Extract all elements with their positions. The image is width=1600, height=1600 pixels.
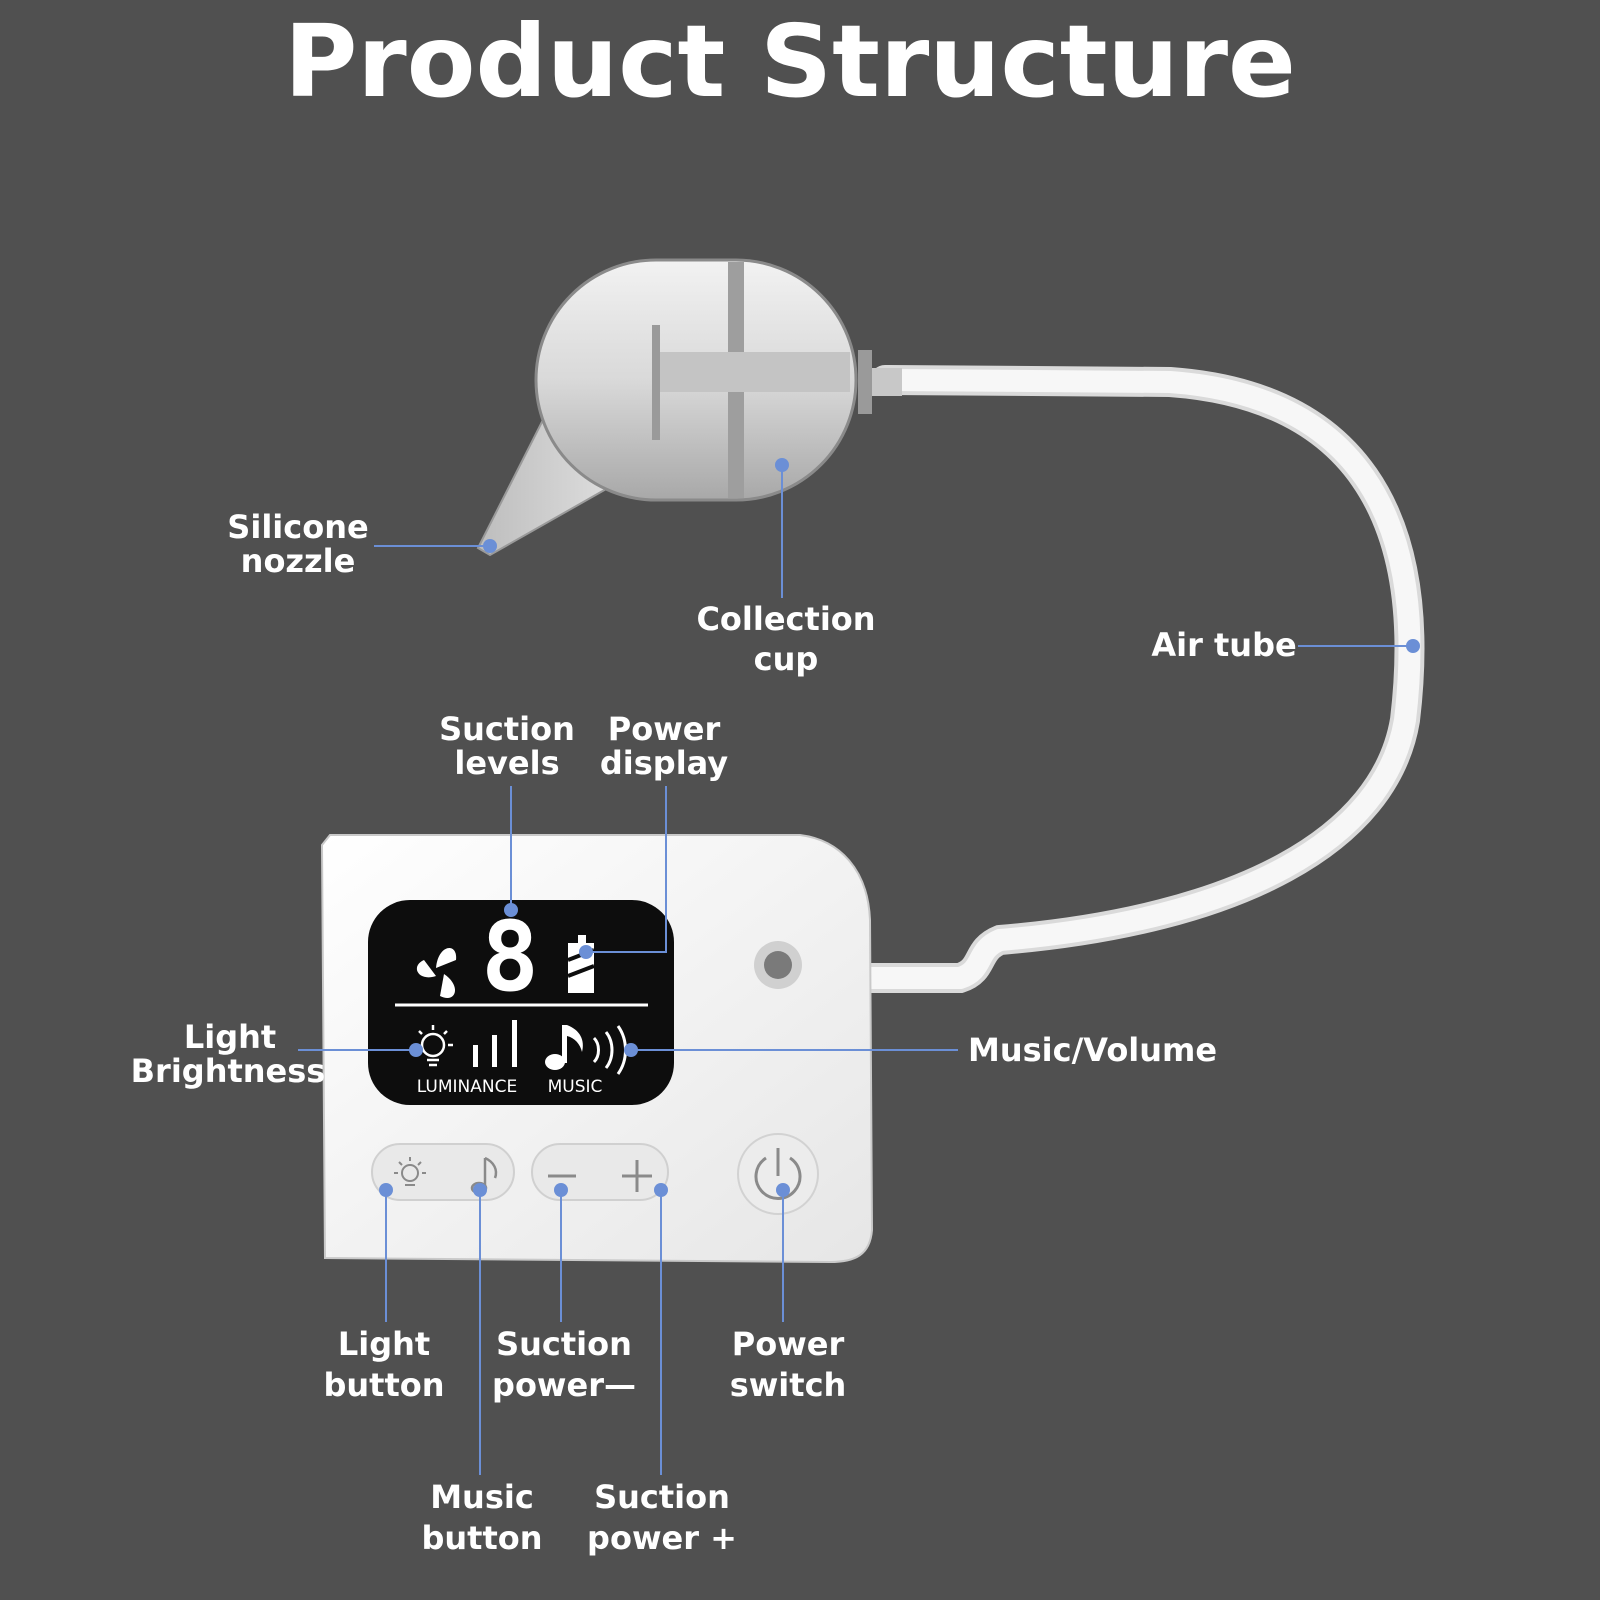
leader-lines xyxy=(298,458,1420,1475)
label-light-button-line2: button xyxy=(323,1366,444,1404)
label-music-button-line2: button xyxy=(421,1519,542,1557)
lcd-music-label: MUSIC xyxy=(548,1077,603,1097)
level-bars-icon xyxy=(473,1020,517,1067)
label-suction-levels-line1: Suction xyxy=(439,710,575,748)
label-suction-power-minus-line2: power— xyxy=(492,1366,636,1404)
label-collection-cup-line1: Collection xyxy=(696,600,875,638)
light-button[interactable] xyxy=(394,1157,426,1186)
power-icon xyxy=(754,1148,802,1200)
lcd-digit: 8 xyxy=(481,901,539,1013)
air-tube xyxy=(785,365,1425,993)
music-note-icon xyxy=(545,1025,583,1070)
label-silicone-nozzle-line1: Silicone xyxy=(227,508,368,546)
label-power-display-line2: display xyxy=(600,744,728,782)
label-air-tube: Air tube xyxy=(1151,626,1296,664)
label-light-button-line1: Light xyxy=(338,1325,430,1363)
battery-icon xyxy=(567,935,595,993)
label-collection-cup-line2: cup xyxy=(754,640,819,678)
label-light-brightness-line1: Light xyxy=(184,1018,276,1056)
label-light-brightness-line2: Brightness xyxy=(131,1052,326,1090)
fan-icon xyxy=(416,948,457,998)
label-suction-power-plus-line1: Suction xyxy=(594,1478,730,1516)
sun-icon xyxy=(394,1157,426,1186)
label-suction-levels-line2: levels xyxy=(454,744,559,782)
label-silicone-nozzle-line2: nozzle xyxy=(241,542,356,580)
page-title: Product Structure xyxy=(284,3,1296,120)
label-power-switch-line2: switch xyxy=(730,1366,847,1404)
suction-plus-button[interactable] xyxy=(622,1160,652,1192)
lcd-luminance-label: LUMINANCE xyxy=(417,1077,517,1097)
lcd-screen: 8 xyxy=(368,900,674,1105)
label-suction-power-minus-line1: Suction xyxy=(496,1325,632,1363)
sun-icon xyxy=(413,1025,453,1067)
label-music-volume: Music/Volume xyxy=(968,1031,1217,1069)
label-music-button-line1: Music xyxy=(430,1478,534,1516)
label-power-switch-line1: Power xyxy=(732,1325,845,1363)
label-suction-power-plus-line2: power + xyxy=(587,1519,737,1557)
collection-cup xyxy=(534,258,902,502)
plus-icon xyxy=(622,1160,652,1192)
power-switch-button[interactable] xyxy=(754,1148,802,1200)
label-power-display-line1: Power xyxy=(608,710,721,748)
